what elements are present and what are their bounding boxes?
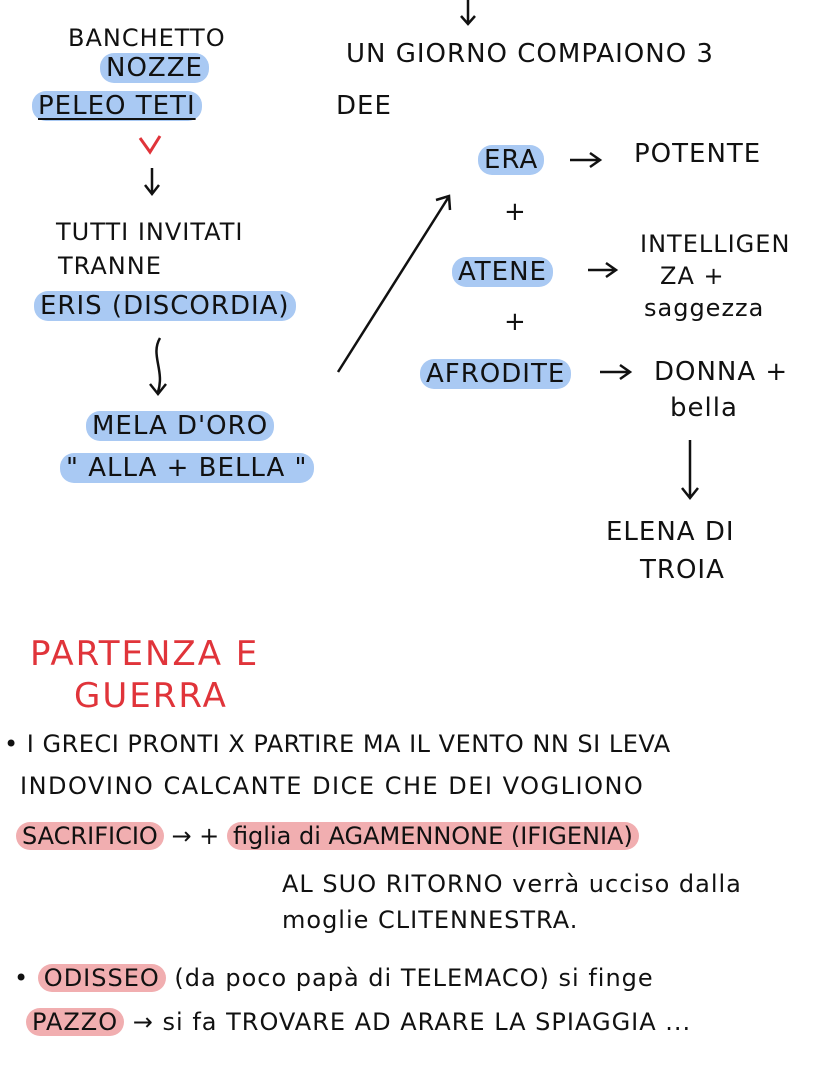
dee-label: DEE	[336, 91, 392, 121]
peleo-teti-highlight: PELEO TETI	[32, 91, 202, 121]
afrodite-desc-1: DONNA +	[654, 357, 789, 387]
bullet-1-line-4: AL SUO RITORNO verrà ucciso dalla	[282, 870, 742, 898]
bullet-1-line-3: SACRIFICIO → + figlia di AGAMENNONE (IFI…	[16, 820, 639, 852]
down-arrow-icon	[149, 337, 167, 397]
era-highlight: ERA	[478, 145, 545, 175]
figlia-highlight: figlia di AGAMENNONE (IFIGENIA)	[226, 822, 639, 850]
nozze-label: NOZZE	[100, 52, 209, 84]
down-arrow-icon	[681, 440, 699, 501]
mela-label: MELA D'ORO	[86, 410, 275, 442]
diagonal-arrow-icon	[336, 194, 452, 373]
sacrificio-highlight: SACRIFICIO	[16, 822, 164, 850]
section-title-2: GUERRA	[74, 676, 228, 716]
right-arrow-icon	[588, 261, 619, 279]
bullet-dot: •	[14, 964, 30, 992]
banchetto-label: BANCHETTO	[68, 24, 226, 52]
atene-desc-3: saggezza	[644, 294, 765, 322]
alla-bella-label: " ALLA + BELLA "	[60, 452, 314, 484]
atene-label: ATENE	[452, 256, 553, 288]
bullet-1-line-2: INDOVINO CALCANTE DICE CHE DEI VOGLIONO	[20, 772, 645, 800]
pazzo-rest: → si fa TROVARE AD ARARE LA SPIAGGIA ...	[132, 1008, 692, 1036]
sacrificio-arrow: → +	[171, 822, 220, 850]
bullet-2-line-2: PAZZO → si fa TROVARE AD ARARE LA SPIAGG…	[26, 1006, 691, 1038]
atene-highlight: ATENE	[452, 257, 553, 287]
plus-1: +	[504, 197, 527, 227]
elena-label-2: TROIA	[640, 555, 725, 585]
right-arrow-icon	[600, 363, 633, 381]
un-giorno-label: UN GIORNO COMPAIONO 3	[346, 39, 714, 69]
era-desc: POTENTE	[634, 139, 762, 169]
down-arrow-icon	[144, 168, 160, 197]
atene-desc-1: INTELLIGEN	[640, 230, 791, 258]
odisseo-highlight: ODISSEO	[37, 964, 166, 992]
nozze-highlight: NOZZE	[100, 53, 209, 83]
afrodite-label: AFRODITE	[420, 358, 572, 390]
atene-desc-2: ZA +	[660, 262, 725, 290]
tutti-invitati-label: TUTTI INVITATI	[56, 218, 244, 246]
era-label: ERA	[478, 144, 545, 176]
peleo-teti-label: PELEO TETI	[32, 90, 202, 122]
tranne-label: TRANNE	[58, 252, 162, 280]
bullet-1-line-1: • I GRECI PRONTI X PARTIRE MA IL VENTO N…	[4, 730, 671, 758]
plus-2: +	[504, 307, 527, 337]
afrodite-desc-2: bella	[670, 393, 738, 423]
pazzo-highlight: PAZZO	[26, 1008, 125, 1036]
elena-label-1: ELENA DI	[606, 517, 735, 547]
afrodite-highlight: AFRODITE	[420, 359, 572, 389]
eris-label: ERIS (DISCORDIA)	[34, 290, 296, 322]
red-check-icon	[138, 135, 162, 155]
section-title-1: PARTENZA E	[30, 634, 260, 674]
top-arrow-icon	[460, 0, 476, 26]
bullet-1-line-5: moglie CLITENNESTRA.	[282, 906, 579, 934]
bullet-2-line-1: • ODISSEO (da poco papà di TELEMACO) si …	[14, 962, 654, 994]
alla-bella-highlight: " ALLA + BELLA "	[60, 453, 314, 483]
eris-highlight: ERIS (DISCORDIA)	[34, 291, 296, 321]
right-arrow-icon	[570, 151, 603, 169]
odisseo-rest: (da poco papà di TELEMACO) si finge	[174, 964, 654, 992]
mela-highlight: MELA D'ORO	[86, 411, 275, 441]
